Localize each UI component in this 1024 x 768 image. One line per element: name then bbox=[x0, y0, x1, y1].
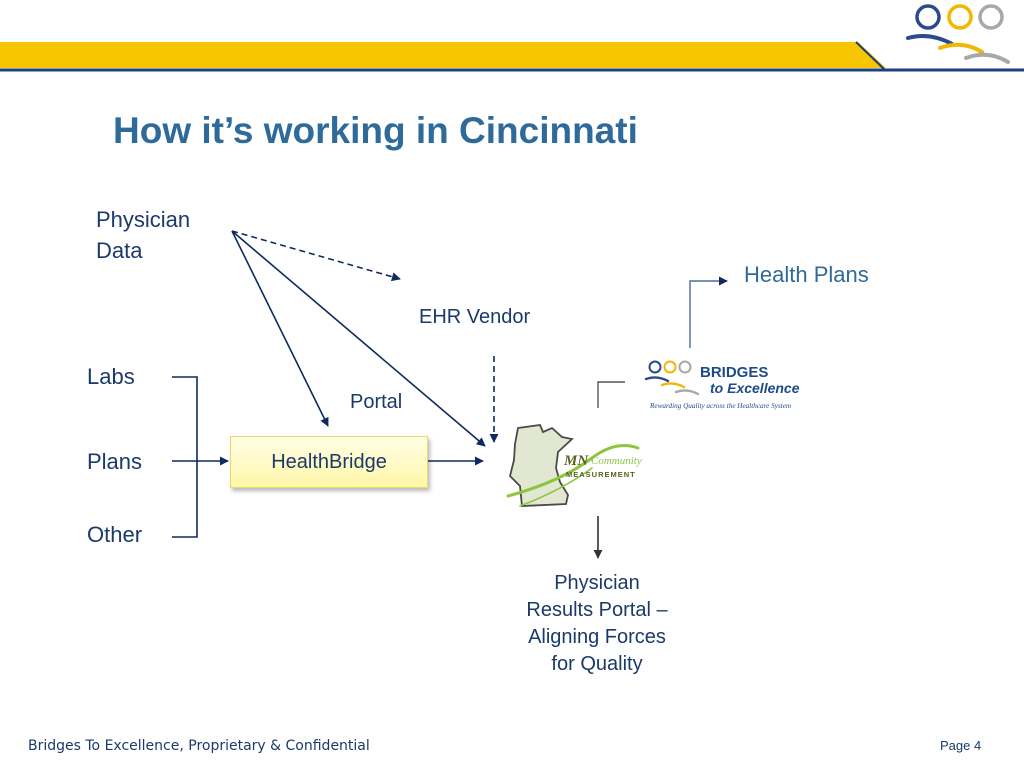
results-portal-line1: Physician bbox=[554, 572, 640, 594]
bte-wordmark-line1: BRIDGES bbox=[700, 364, 768, 381]
physician-data-label: Physician Data bbox=[96, 204, 190, 266]
health-plans-label: Health Plans bbox=[744, 262, 869, 287]
other-label: Other bbox=[87, 522, 143, 547]
footer-confidential: Bridges To Excellence, Proprietary & Con… bbox=[28, 738, 370, 754]
people-logo-icon bbox=[644, 360, 700, 396]
mncm-measurement-text: MEASUREMENT bbox=[566, 470, 636, 479]
arrow-physician-to-mncm bbox=[231, 230, 486, 447]
footer-page-number: Page 4 bbox=[940, 738, 982, 753]
mncm-community-text: Community bbox=[591, 455, 642, 467]
results-portal-line4: for Quality bbox=[551, 653, 643, 675]
header-banner bbox=[0, 4, 1024, 72]
bte-tagline: Rewarding Quality across the Healthcare … bbox=[649, 402, 791, 410]
people-logo-icon bbox=[906, 4, 1010, 64]
results-portal-line2: Results Portal – bbox=[526, 599, 668, 621]
slide-title: How it’s working in Cincinnati bbox=[113, 110, 638, 151]
arrow-physician-to-ehr bbox=[231, 230, 401, 282]
results-portal-line3: Aligning Forces bbox=[528, 626, 666, 648]
mncm-mn-text: MN bbox=[563, 453, 589, 469]
portal-label: Portal bbox=[350, 391, 403, 413]
arrow-physician-to-healthbridge bbox=[231, 230, 329, 427]
mn-community-measurement-logo: MN Community MEASUREMENT bbox=[506, 424, 642, 507]
physician-data-line2: Data bbox=[96, 238, 143, 263]
physician-results-portal-label: Physician Results Portal – Aligning Forc… bbox=[500, 570, 694, 678]
bridges-to-excellence-logo: BRIDGES to Excellence Rewarding Quality … bbox=[644, 360, 800, 410]
ehr-vendor-label: EHR Vendor bbox=[419, 306, 531, 328]
minnesota-map-icon bbox=[509, 424, 574, 507]
healthbridge-box: HealthBridge bbox=[230, 436, 428, 488]
bte-wordmark-line2: to Excellence bbox=[710, 380, 800, 396]
labs-label: Labs bbox=[87, 364, 135, 389]
bte-bracket bbox=[597, 381, 625, 408]
arrow-bte-to-health-plans bbox=[689, 276, 728, 348]
physician-data-line1: Physician bbox=[96, 207, 191, 232]
plans-label: Plans bbox=[87, 449, 143, 474]
sources-bracket bbox=[172, 376, 198, 538]
